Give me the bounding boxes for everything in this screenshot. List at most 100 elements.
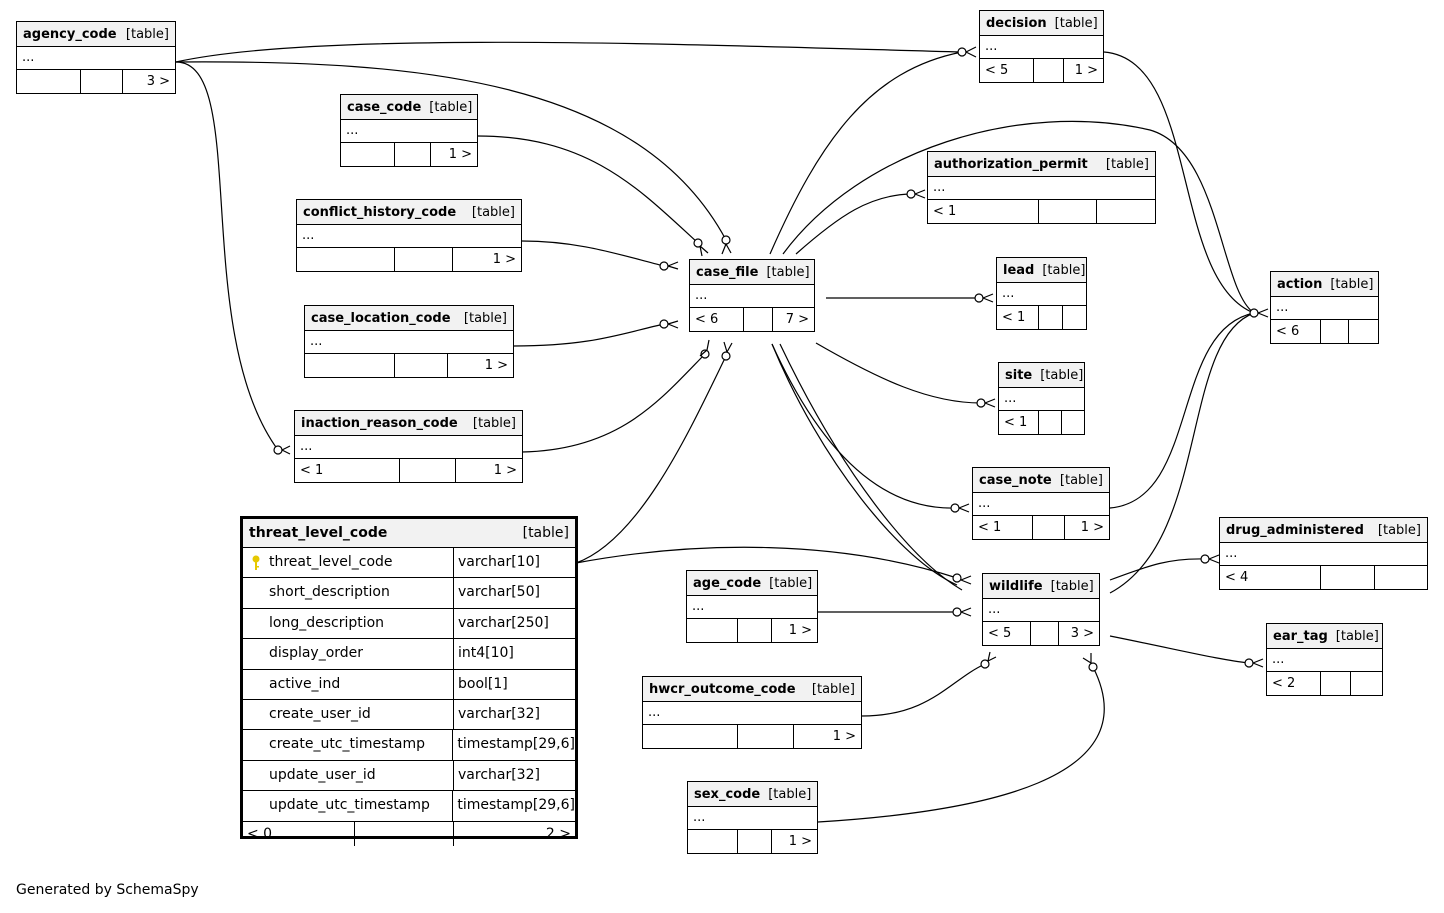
spacer-cell [355, 821, 454, 846]
table-columns: ... [983, 599, 1099, 622]
table-name: case_note [979, 472, 1052, 488]
column-type: timestamp[29,6] [457, 736, 575, 753]
edge-end-circle [721, 235, 731, 245]
crowfoot-icon [699, 339, 710, 357]
children-count: 3 > [1070, 626, 1094, 641]
children-count [1063, 306, 1086, 329]
table-footer: 1 > [341, 143, 477, 166]
table-name: action [1277, 276, 1323, 292]
table-lead[interactable]: lead[table] ... < 1 [996, 257, 1087, 330]
table-name: ear_tag [1273, 628, 1328, 644]
column-name: update_user_id [243, 760, 454, 791]
edge-agency-casefile [175, 61, 727, 241]
table-case-file[interactable]: case_file[table] ... < 6 7 > [689, 259, 815, 332]
table-hwcr-outcome-code[interactable]: hwcr_outcome_code [table] ... 1 > [642, 676, 862, 749]
table-agency-code[interactable]: agency_code[table] ... 3 > [16, 21, 176, 94]
table-name: hwcr_outcome_code [649, 681, 796, 697]
children-count [1375, 566, 1427, 589]
edge-end-circle [1249, 308, 1259, 318]
table-columns: ... [1220, 543, 1427, 566]
table-authorization-permit[interactable]: authorization_permit[table] ... < 1 [927, 151, 1156, 224]
parents-count [341, 143, 395, 166]
table-columns: ... [973, 493, 1109, 516]
column-name: short_description [243, 578, 454, 608]
table-name: sex_code [694, 786, 761, 802]
table-type-label: [table] [1335, 628, 1379, 644]
spacer-cell [744, 308, 773, 331]
table-case-code[interactable]: case_code[table] ... 1 > [340, 94, 478, 167]
table-action[interactable]: action[table] ... < 6 [1270, 271, 1379, 344]
children-count: 1 > [788, 834, 812, 849]
table-columns: ... [688, 807, 817, 830]
table-type-label: [table] [766, 264, 810, 280]
table-columns: ... [687, 596, 817, 619]
crowfoot-icon [1208, 554, 1220, 564]
edge-end-circle [721, 351, 731, 361]
edge-end-circle [1088, 662, 1098, 672]
crowfoot-icon [1257, 308, 1269, 318]
column-type: bool[1] [458, 675, 508, 692]
edge-end-circle [950, 503, 960, 513]
table-ear-tag[interactable]: ear_tag [table] ... < 2 [1266, 623, 1383, 696]
table-type-label: [table] [429, 99, 473, 115]
table-columns: ... [690, 285, 814, 308]
column-type: varchar[32] [458, 766, 540, 783]
spacer-cell [81, 70, 123, 93]
edge-casecode-casefile [477, 135, 699, 244]
parents-count: < 2 [1267, 672, 1321, 695]
children-count: 1 > [492, 252, 516, 267]
edge-end-circle [974, 293, 984, 303]
table-type-label: [table] [1105, 156, 1149, 172]
table-columns: ... [17, 47, 175, 70]
crowfoot-icon [987, 651, 997, 662]
table-inaction-reason-code[interactable]: inaction_reason_code[table] ... < 1 1 > [294, 410, 523, 483]
table-wildlife[interactable]: wildlife[table] ... < 5 3 > [982, 573, 1100, 646]
children-count: 1 > [484, 358, 508, 373]
parents-count [17, 70, 81, 93]
table-columns: ... [643, 702, 861, 725]
spacer-cell [738, 725, 794, 748]
edge-sex-wildlife [817, 666, 1105, 823]
edge-threat-casefile [575, 355, 727, 564]
table-name: agency_code [23, 26, 117, 42]
table-footer: < 6 [1271, 320, 1378, 343]
table-header: case_file[table] [690, 260, 814, 285]
column-name: long_description [243, 608, 454, 639]
table-footer: < 4 [1220, 566, 1427, 589]
table-sex-code[interactable]: sex_code[table] ... 1 > [687, 781, 818, 854]
table-case-location-code[interactable]: case_location_code[table] ... 1 > [304, 305, 514, 378]
edge-casefile-decision [769, 51, 963, 255]
table-header: conflict_history_code[table] [297, 200, 521, 225]
table-header: authorization_permit[table] [928, 152, 1155, 177]
edge-conflict-casefile [521, 240, 665, 267]
crowfoot-icon [965, 46, 977, 58]
table-type-label: [table] [769, 575, 813, 591]
edge-end-circle [659, 261, 669, 271]
edge-end-circle [1200, 554, 1210, 564]
table-type-label: [table] [1050, 578, 1094, 594]
table-case-note[interactable]: case_note[table] ... < 1 1 > [972, 467, 1110, 540]
spacer-cell [738, 619, 772, 642]
table-age-code[interactable]: age_code[table] ... 1 > [686, 570, 818, 643]
table-site[interactable]: site[table] ... < 1 [998, 362, 1085, 435]
table-type-label: [table] [811, 681, 855, 697]
table-columns: ... [997, 283, 1086, 306]
table-decision[interactable]: decision[table] ... < 5 1 > [979, 10, 1104, 83]
table-header: age_code[table] [687, 571, 817, 596]
edge-end-circle [700, 349, 710, 359]
table-header: decision[table] [980, 11, 1103, 36]
children-count: 1 > [832, 729, 856, 744]
table-drug-administered[interactable]: drug_administered[table] ... < 4 [1219, 517, 1428, 590]
parents-count [305, 354, 395, 377]
table-conflict-history-code[interactable]: conflict_history_code[table] ... 1 > [296, 199, 522, 272]
table-header: hwcr_outcome_code [table] [643, 677, 861, 702]
edge-casefile-action [782, 120, 1255, 314]
edge-location-casefile [513, 323, 665, 347]
table-threat-level-code[interactable]: threat_level_code[table] threat_level_co… [240, 516, 578, 846]
parents-count: < 4 [1220, 566, 1321, 589]
table-type-label: [table] [522, 525, 569, 541]
table-footer: 1 > [687, 619, 817, 642]
table-columns: ... [1267, 649, 1382, 672]
